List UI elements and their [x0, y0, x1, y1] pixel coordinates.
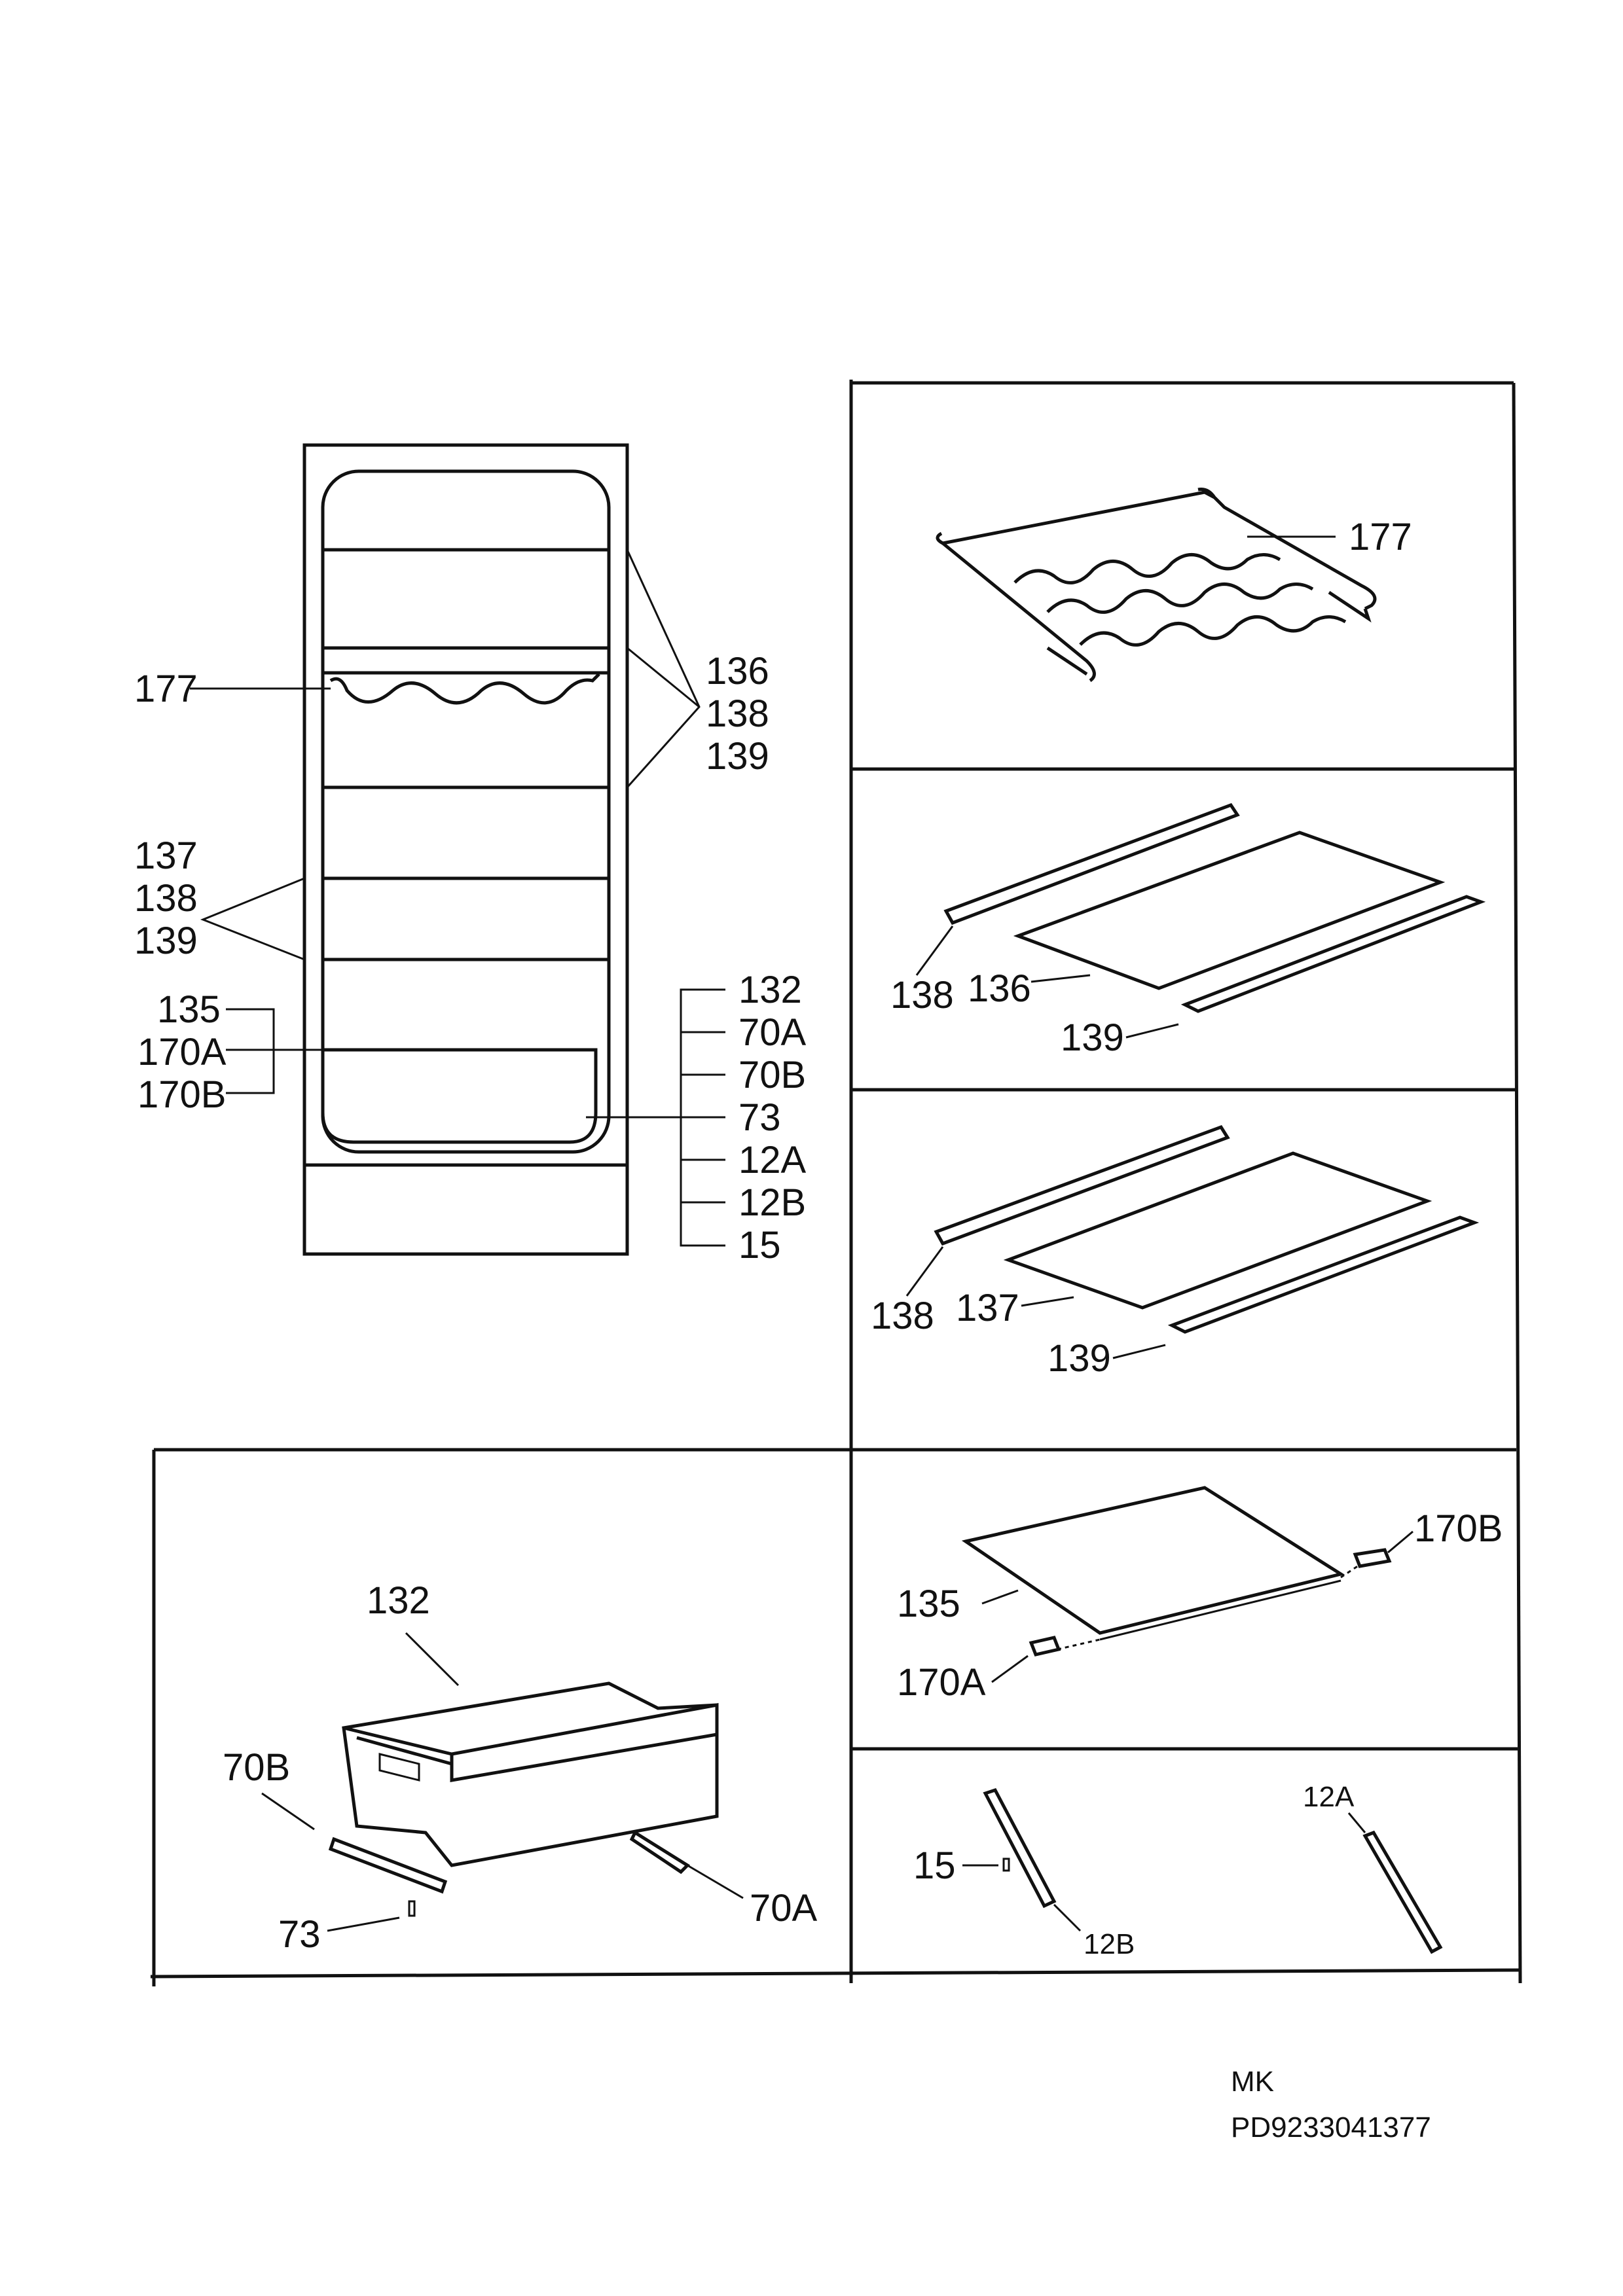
overview-label-132: 132 [739, 969, 802, 1011]
fridge-overview: 177 136 138 139 137 138 139 135 170A 170… [134, 443, 807, 1266]
wine-rack-wave-3 [1079, 615, 1347, 647]
panel-label-139-a: 139 [1061, 1016, 1124, 1059]
overview-crisper-drawer [321, 1048, 598, 1144]
shelf-137-glass [1003, 1151, 1432, 1310]
panel-label-170b: 170B [1414, 1507, 1503, 1550]
fridge-inner-liner [321, 469, 611, 1154]
footer-code: MK [1231, 2066, 1274, 2098]
overview-label-15: 15 [739, 1224, 781, 1266]
leader-12a [1347, 1812, 1366, 1833]
clip-170b [1353, 1548, 1392, 1568]
cover-135-glass [961, 1486, 1345, 1635]
panel-label-135: 135 [897, 1583, 960, 1625]
panel-label-15: 15 [913, 1844, 956, 1887]
panel-label-70b: 70B [223, 1746, 290, 1789]
leader-136-138-139-mid [627, 647, 700, 708]
panel-cover-135: 170B 135 170A [897, 1486, 1503, 1704]
clip-170a [1029, 1636, 1061, 1657]
leader-139-b [1112, 1344, 1166, 1359]
leader-132 [405, 1632, 460, 1687]
panel-label-177: 177 [1349, 516, 1412, 558]
shelf-136-front-trim [1180, 895, 1486, 1013]
overview-label-70a: 70A [739, 1011, 807, 1054]
panel-shelf-137: 138 137 139 [871, 1124, 1480, 1380]
leader-73 [327, 1916, 400, 1932]
rail-12b [983, 1787, 1057, 1909]
panel-wine-rack: 177 [936, 488, 1412, 683]
shelf-136-rear-profile [943, 802, 1240, 925]
panel-label-136: 136 [968, 967, 1031, 1010]
panel-label-132: 132 [367, 1579, 430, 1622]
drawer-132-rim [343, 1726, 452, 1766]
panel-rails: 12A 15 12B [913, 1781, 1443, 1960]
overview-label-138-b: 138 [134, 877, 198, 920]
shelf-137-rear-profile [934, 1124, 1230, 1246]
panel-label-139-b: 139 [1048, 1337, 1111, 1380]
leader-70a [687, 1864, 744, 1899]
drawer-132-body [342, 1681, 719, 1867]
leader-136-138-139 [626, 549, 701, 788]
bracket-135-170 [226, 1008, 275, 1094]
leader-135 [981, 1589, 1019, 1605]
panel-label-12b: 12B [1084, 1928, 1135, 1960]
overview-label-170b: 170B [137, 1073, 226, 1116]
overview-wine-rack [329, 673, 600, 705]
shelf-137-front-trim [1167, 1215, 1480, 1334]
overview-label-170a: 170A [137, 1031, 227, 1073]
overview-label-177: 177 [134, 668, 198, 710]
leader-70b [261, 1792, 315, 1831]
screw-15 [1002, 1857, 1010, 1872]
overview-label-138-a: 138 [706, 692, 769, 735]
rail-70b [328, 1837, 448, 1894]
overview-label-70b: 70B [739, 1054, 806, 1096]
panel-label-12a: 12A [1303, 1781, 1355, 1813]
panel-label-73: 73 [278, 1913, 321, 1956]
wine-rack-frame [936, 488, 1377, 683]
leader-138-a [915, 925, 954, 976]
dotted-170a [1057, 1638, 1101, 1651]
overview-label-12b: 12B [739, 1181, 806, 1224]
footer: MK PD9233041377 [1231, 2066, 1431, 2144]
drawer-132-front [450, 1702, 719, 1782]
overview-label-139-b: 139 [134, 920, 198, 962]
overview-label-139-a: 139 [706, 735, 769, 778]
panel-label-138-b: 138 [871, 1295, 934, 1337]
panel-drawer: 132 70B 70A 73 [223, 1579, 818, 1956]
panel-label-170a: 170A [897, 1661, 986, 1704]
drawer-132-handle [378, 1753, 420, 1782]
leader-138-b [905, 1246, 944, 1297]
panel-label-70a: 70A [750, 1887, 818, 1929]
panel-label-138-a: 138 [890, 974, 954, 1016]
footer-part-number: PD9233041377 [1231, 2111, 1431, 2144]
shelf-136-glass [1013, 831, 1446, 990]
overview-label-135: 135 [157, 988, 221, 1031]
cover-135-edge [1099, 1579, 1341, 1641]
screw-73 [408, 1900, 416, 1917]
dotted-170b [1340, 1564, 1359, 1579]
wine-rack-wave-2 [1046, 583, 1314, 614]
leader-139-a [1125, 1023, 1179, 1039]
rail-12a [1362, 1830, 1443, 1954]
leader-12b [1053, 1903, 1082, 1932]
overview-label-73: 73 [739, 1096, 781, 1139]
leader-137-138-139 [200, 877, 305, 961]
panel-shelf-136: 138 136 139 [890, 802, 1486, 1059]
overview-label-12a: 12A [739, 1139, 807, 1181]
panel-frames [150, 380, 1522, 1986]
rail-70a [629, 1830, 690, 1874]
wine-rack-side [1046, 590, 1372, 676]
leader-137 [1021, 1296, 1074, 1307]
leader-170b [1387, 1530, 1413, 1554]
panel-label-137: 137 [956, 1287, 1019, 1329]
leader-136 [1030, 974, 1091, 983]
wine-rack-wave-1 [1013, 553, 1281, 584]
overview-label-137: 137 [134, 834, 198, 877]
overview-label-136: 136 [706, 650, 769, 692]
leader-170a [991, 1655, 1029, 1683]
fridge-cabinet [302, 443, 629, 1256]
